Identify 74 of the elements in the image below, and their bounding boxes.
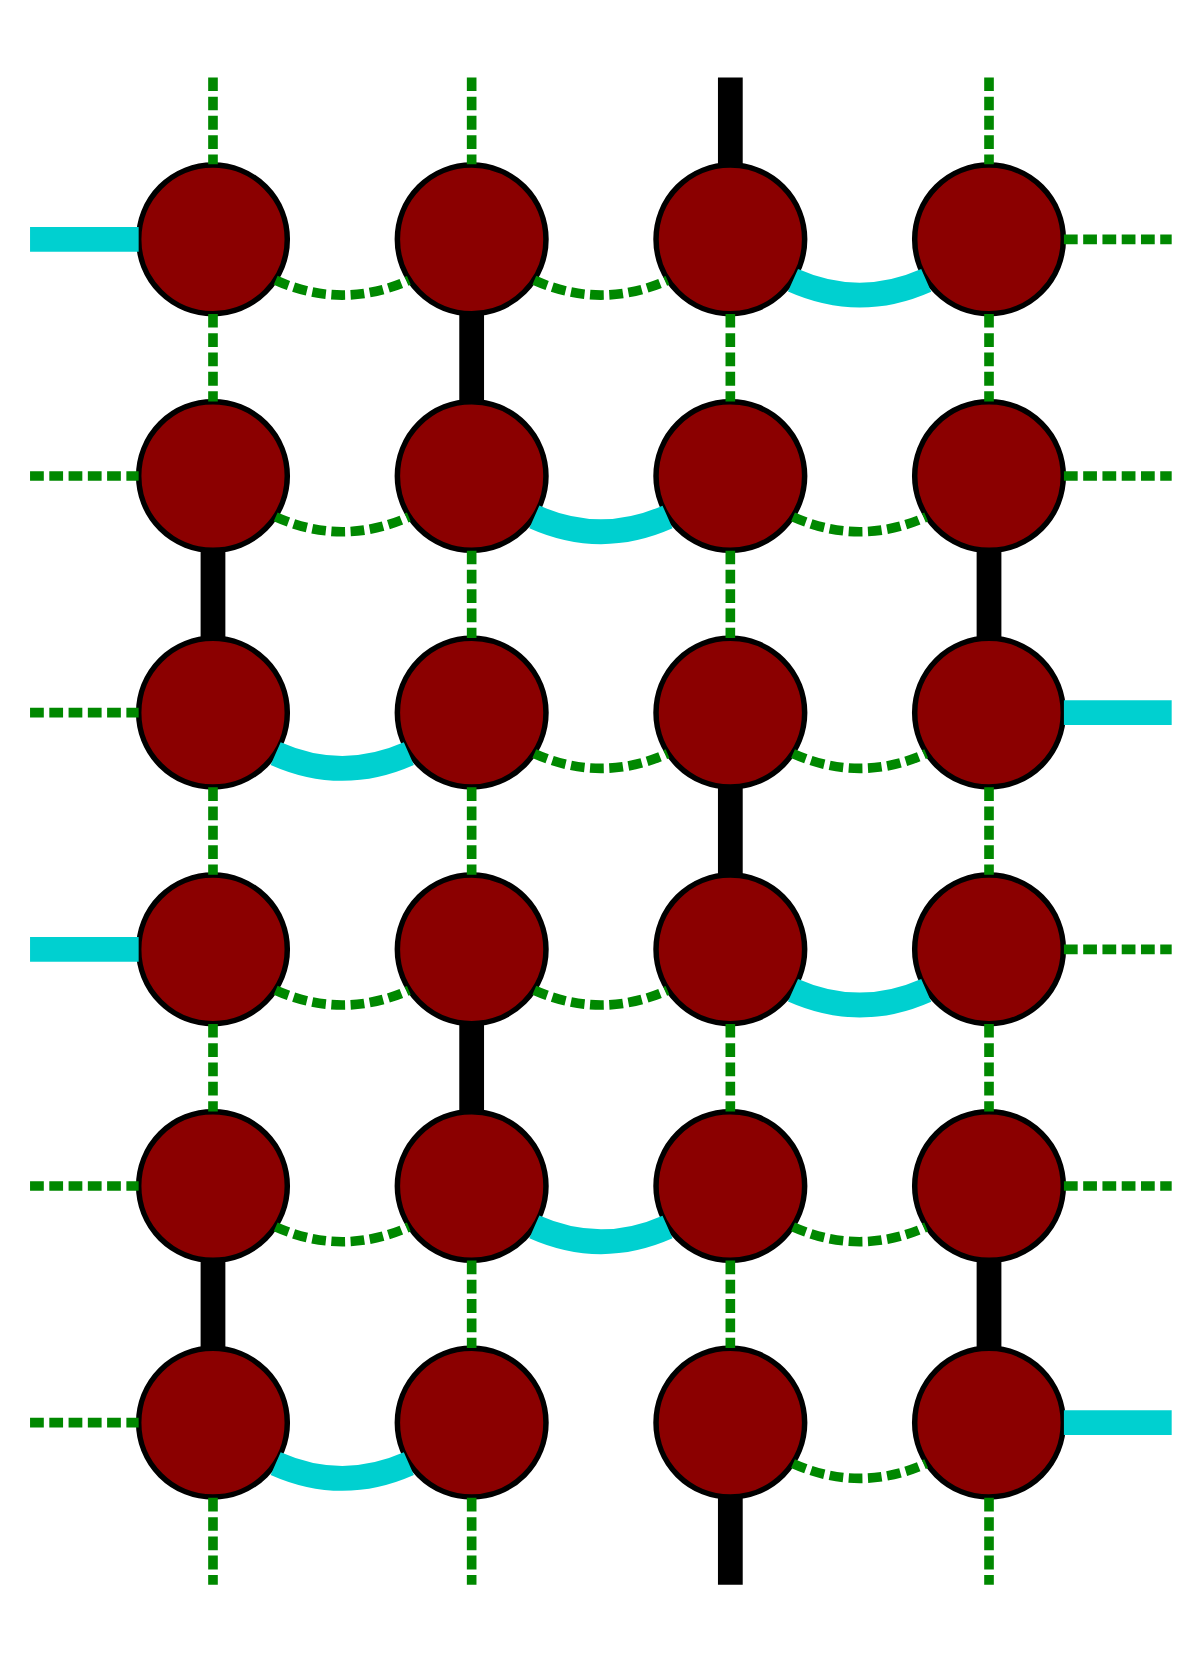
node-circle (911, 871, 1067, 1026)
connector (976, 549, 1002, 638)
node-circle (135, 161, 291, 316)
connector (725, 549, 736, 638)
node-circle (135, 1344, 291, 1499)
connector (208, 76, 218, 164)
connector (791, 1458, 929, 1483)
connector (1063, 943, 1172, 954)
connector (791, 748, 929, 773)
connector (984, 76, 994, 164)
connector (725, 1022, 736, 1111)
node-circle (911, 1107, 1067, 1263)
node-circle (394, 397, 549, 553)
node-circle (911, 397, 1067, 553)
connector (466, 1259, 477, 1348)
connector (466, 76, 477, 164)
connector (791, 511, 929, 536)
node-circle (653, 1107, 808, 1263)
node-circle (394, 634, 549, 789)
node-circle (653, 634, 808, 789)
connector (273, 274, 411, 299)
connector (1063, 1180, 1172, 1190)
connector (725, 313, 736, 401)
connector (976, 1259, 1002, 1348)
connector (717, 1496, 743, 1584)
node-circle (394, 1107, 549, 1263)
connector (1063, 699, 1172, 725)
connector (273, 511, 411, 536)
connector (984, 786, 994, 874)
connector (30, 935, 139, 961)
connector (273, 984, 411, 1009)
connector (208, 1496, 218, 1584)
connector (208, 786, 218, 874)
connector (984, 1496, 994, 1584)
connector (717, 76, 743, 164)
node-circle (911, 1344, 1067, 1499)
node-circle (394, 871, 549, 1026)
connector (725, 1259, 736, 1348)
connector (532, 984, 670, 1009)
connector (717, 786, 743, 874)
connector (30, 706, 139, 717)
node-circle (653, 1344, 808, 1499)
node-circle (394, 1344, 549, 1499)
node-circle (911, 161, 1067, 316)
connector (466, 786, 477, 874)
node-circle (135, 871, 291, 1026)
node-circle (135, 397, 291, 553)
connector (1063, 470, 1172, 480)
node-circle (135, 1107, 291, 1263)
connector (984, 313, 994, 401)
connector (208, 1022, 218, 1111)
connector (532, 748, 670, 773)
connector (30, 470, 139, 480)
connector (200, 549, 226, 638)
connector (30, 1180, 139, 1190)
node-circle (394, 161, 549, 316)
connector (30, 1416, 139, 1427)
connector (791, 1221, 929, 1246)
connector (208, 313, 218, 401)
connector (459, 1022, 485, 1111)
node-circle (653, 161, 808, 316)
connector (984, 1022, 994, 1111)
connector (1063, 233, 1172, 244)
node-circle (135, 634, 291, 789)
connector (532, 274, 670, 299)
connector (466, 1496, 477, 1584)
node-circle (653, 397, 808, 553)
connector (1063, 1409, 1172, 1435)
node-circle (911, 634, 1067, 789)
connector (30, 225, 139, 251)
connector (466, 549, 477, 638)
node-circle (653, 871, 808, 1026)
connector (273, 1221, 411, 1246)
connector (200, 1259, 226, 1348)
